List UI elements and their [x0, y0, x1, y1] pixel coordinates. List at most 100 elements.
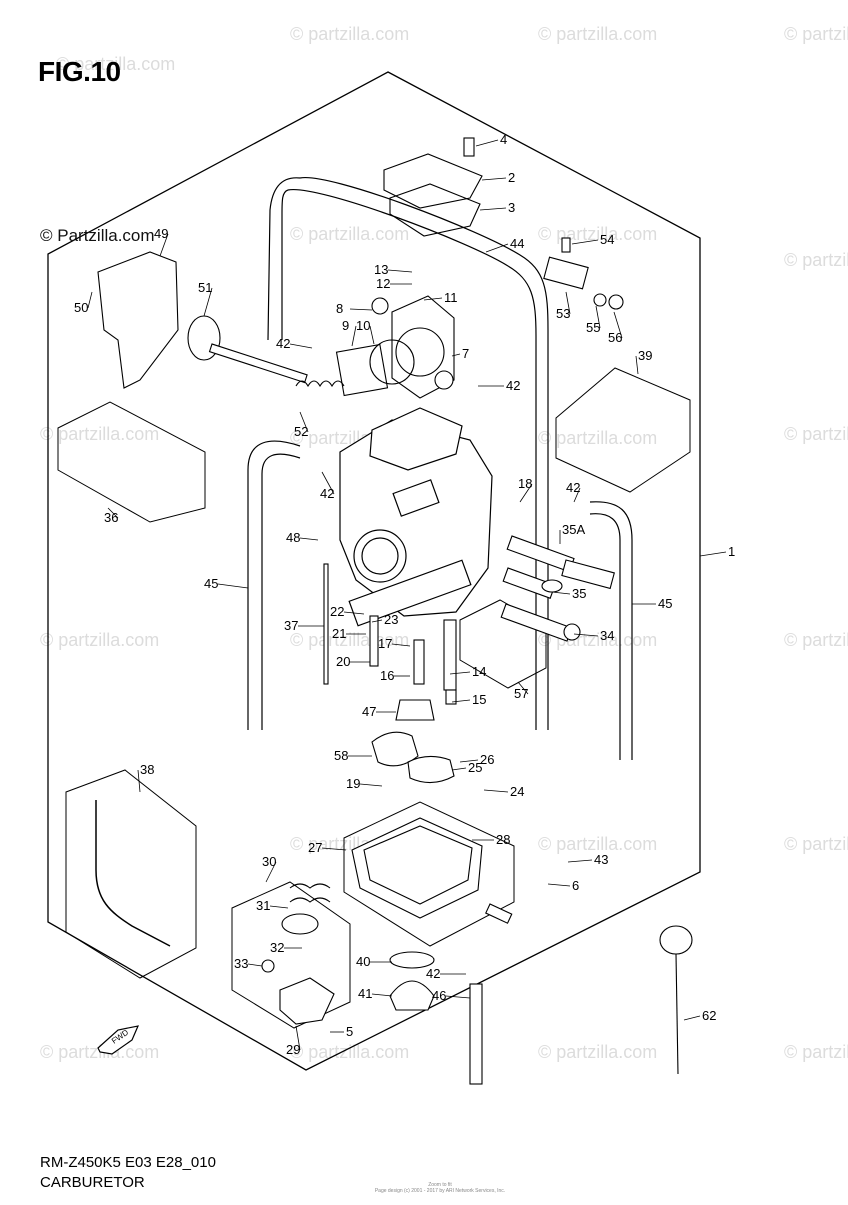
callout-31: 31	[256, 898, 289, 913]
callout-label: 4	[500, 132, 507, 147]
callout-label: 33	[234, 956, 248, 971]
callout-label: 29	[286, 1042, 300, 1057]
callout-label: 36	[104, 510, 118, 525]
leader-line	[289, 343, 313, 349]
leader-line	[449, 671, 471, 675]
leader-line	[371, 993, 393, 997]
watermark-text: © partzilla.com	[784, 250, 848, 270]
leader-line	[159, 233, 169, 257]
callout-label: 31	[256, 898, 270, 913]
watermark-text: © partzilla.com	[784, 834, 848, 854]
callout-48: 48	[286, 530, 319, 545]
callout-1: 1	[699, 544, 735, 559]
subassembly-box-36	[57, 401, 206, 523]
leader-line	[683, 1015, 701, 1021]
callout-23: 23	[371, 612, 398, 627]
hose-loop-44	[267, 177, 549, 730]
callout-label: 55	[586, 320, 600, 335]
leader-line	[451, 699, 471, 703]
leader-line	[459, 759, 479, 763]
callout-label: 37	[284, 618, 298, 633]
callout-label: 41	[358, 986, 372, 1001]
callout-label: 14	[472, 664, 486, 679]
callout-label: 38	[140, 762, 154, 777]
subassembly-box-57	[459, 599, 547, 689]
callout-34: 34	[573, 628, 614, 643]
callout-57: 57	[514, 681, 528, 701]
callout-28: 28	[472, 832, 510, 847]
leader-line	[475, 139, 499, 147]
callout-label: 18	[518, 476, 532, 491]
watermark-text: © partzilla.com	[290, 1042, 409, 1062]
callout-19: 19	[346, 776, 383, 791]
callout-label: 13	[374, 262, 388, 277]
watermark-text: © partzilla.com	[538, 834, 657, 854]
callout-10: 10	[356, 318, 375, 345]
leader-line	[299, 411, 309, 433]
throttle-shaft	[187, 315, 345, 388]
callout-9: 9	[342, 318, 357, 347]
callout-22: 22	[330, 604, 365, 619]
leader-line	[635, 355, 639, 375]
leader-line	[371, 619, 383, 623]
callout-label: 21	[332, 626, 346, 641]
callout-label: 34	[600, 628, 614, 643]
callout-33: 33	[234, 956, 263, 971]
cover-49	[97, 251, 179, 389]
callout-label: 5	[346, 1024, 353, 1039]
leader-line	[481, 177, 507, 181]
leader-line	[423, 297, 443, 301]
leader-line	[349, 308, 373, 311]
callout-6: 6	[547, 878, 579, 893]
callout-46: 46	[432, 988, 471, 1003]
callout-label: 19	[346, 776, 360, 791]
callout-label: 28	[496, 832, 510, 847]
model-number: RM-Z450K5 E03 E28_010	[40, 1154, 216, 1171]
leader-line	[269, 905, 289, 909]
callout-label: 42	[506, 378, 520, 393]
callout-40: 40	[356, 954, 392, 969]
leader-line	[295, 1025, 301, 1051]
callout-49: 49	[154, 226, 169, 257]
leader-line	[547, 883, 571, 887]
watermark-text: © partzilla.com	[784, 424, 848, 444]
callout-label: 30	[262, 854, 276, 869]
callout-2: 2	[481, 170, 515, 185]
callout-label: 25	[468, 760, 482, 775]
callout-43: 43	[567, 852, 608, 867]
watermark-text: © partzilla.com	[538, 224, 657, 244]
leader-line	[107, 507, 119, 519]
callout-label: 46	[432, 988, 446, 1003]
callout-label: 24	[510, 784, 524, 799]
callout-label: 49	[154, 226, 168, 241]
callout-20: 20	[336, 654, 370, 669]
callout-12: 12	[376, 276, 412, 291]
callout-21: 21	[332, 626, 366, 641]
callout-label: 10	[356, 318, 370, 333]
leader-line	[451, 353, 461, 357]
callout-17: 17	[378, 636, 411, 651]
callout-32: 32	[270, 940, 302, 955]
leader-line	[321, 847, 347, 851]
watermark-text: © partzilla.com	[784, 1042, 848, 1062]
callout-8: 8	[336, 301, 373, 316]
leader-line	[699, 551, 727, 557]
callout-42: 42	[320, 471, 334, 501]
throttle-cover	[335, 295, 455, 399]
callout-56: 56	[608, 311, 622, 345]
callout-label: 50	[74, 300, 88, 315]
callout-36: 36	[104, 507, 119, 525]
leader-line	[391, 643, 411, 647]
subassembly-box-39	[555, 367, 691, 493]
watermark-text: © partzilla.com	[40, 630, 159, 650]
callout-label: 40	[356, 954, 370, 969]
callout-label: 23	[384, 612, 398, 627]
leader-line	[247, 963, 263, 967]
callout-label: 17	[378, 636, 392, 651]
leader-line	[387, 269, 413, 273]
callout-41: 41	[358, 986, 393, 1001]
callout-label: 9	[342, 318, 349, 333]
